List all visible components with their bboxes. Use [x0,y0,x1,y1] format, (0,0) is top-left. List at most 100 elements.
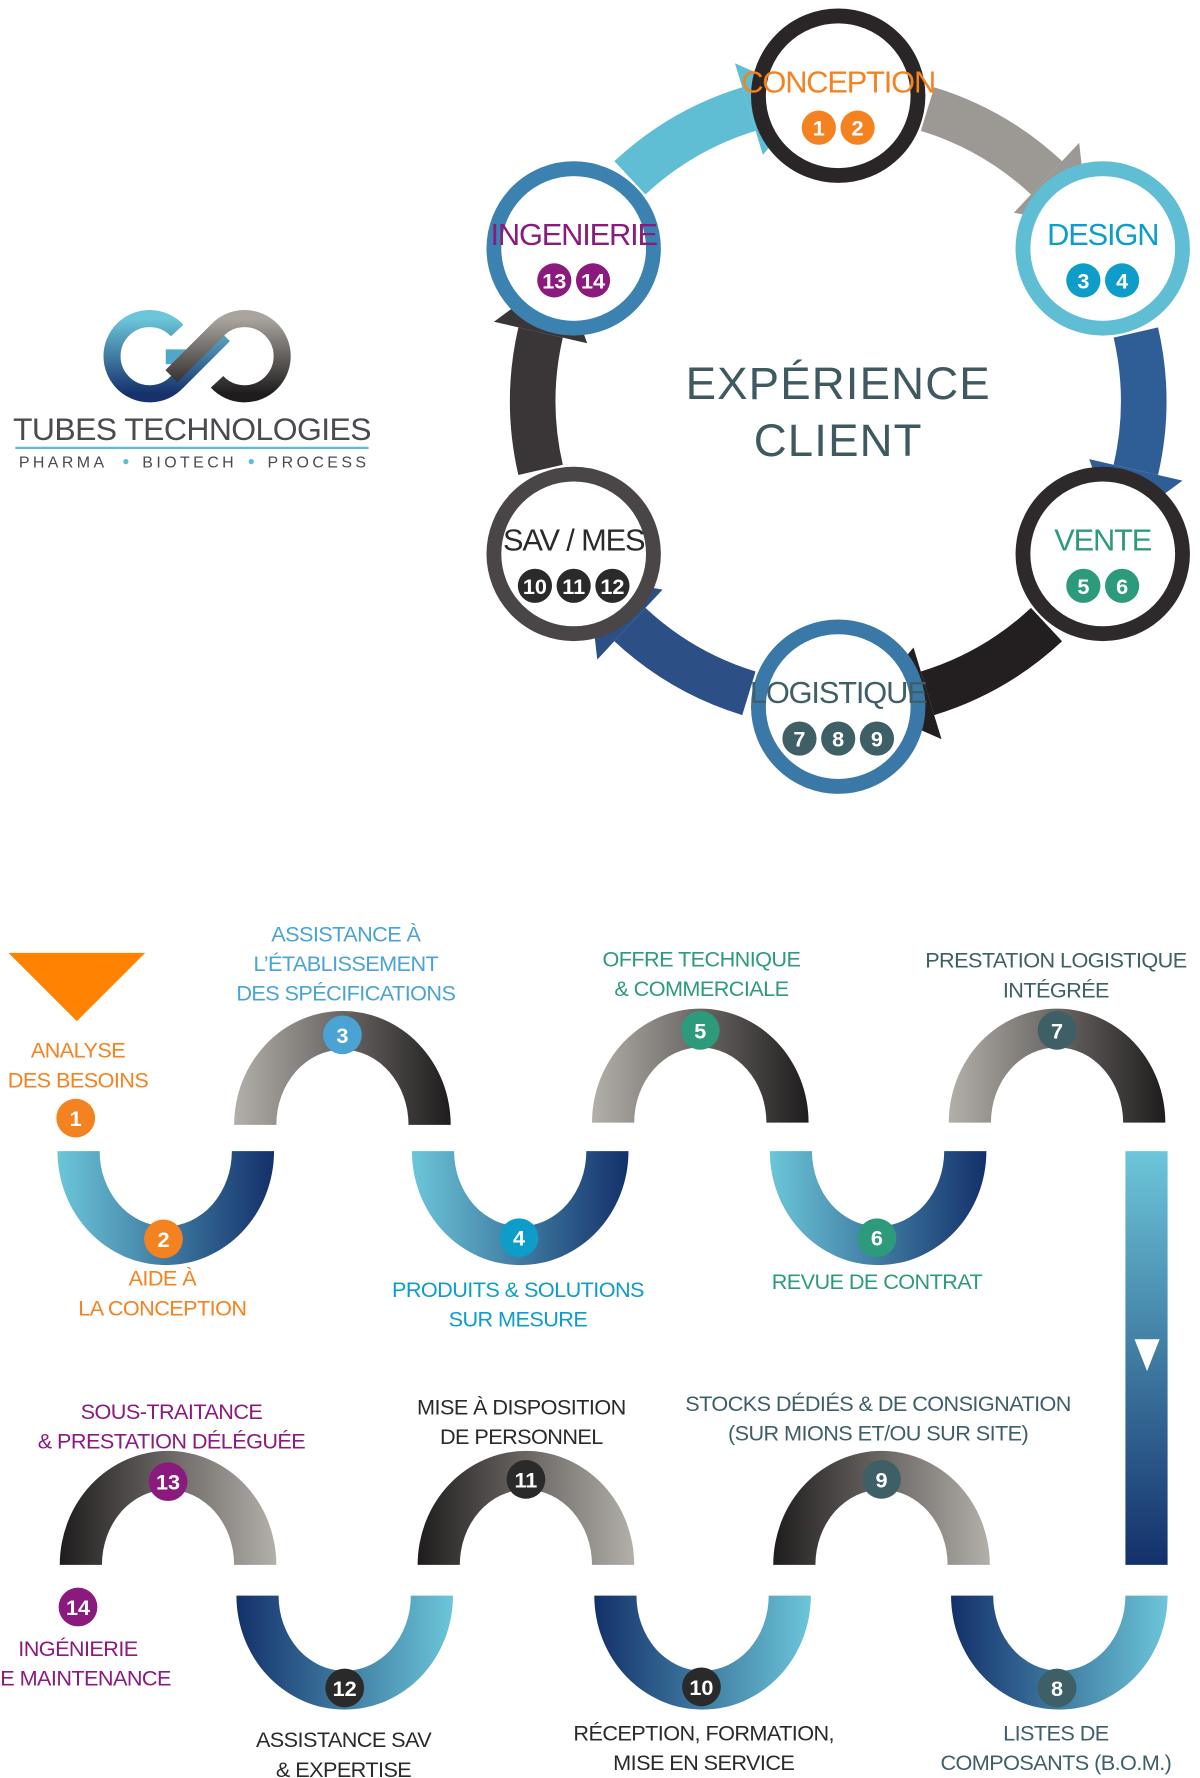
arch-segment [234,1010,451,1125]
step-number: 4 [513,1226,525,1251]
step-label-line: ASSISTANCE SAV [256,1727,432,1752]
step-label-line: REVUE DE CONTRAT [772,1269,983,1294]
step-number-badge [1037,1668,1077,1708]
cycle-arrow [920,607,1063,716]
step-label-line: MISE EN SERVICE [613,1750,794,1775]
step-label-line: DES BESOINS [8,1067,149,1092]
stage-label: DESIGN [1047,217,1158,252]
arch-segment [948,1008,1166,1123]
step-number: 2 [157,1227,169,1252]
stage-number: 8 [832,727,844,752]
step-number-badge [56,1098,96,1138]
stage-number-badge [859,721,895,756]
stage-number-badge [575,263,611,298]
step-number: 14 [66,1595,90,1620]
stage-number-badge [537,263,572,298]
step-label-line: SOUS-TRAITANCE [81,1399,263,1424]
stage-number: 10 [523,574,547,599]
stage-number-badge [840,110,875,145]
cycle-center-line-1: EXPÉRIENCE [686,358,991,409]
step-7: 7 PRESTATION LOGISTIQUE INTÉGRÉE [925,948,1187,1050]
step-label-line: AIDE À [129,1266,198,1291]
stage-number-badge [517,568,553,603]
infinity-logo-icon [103,310,291,403]
stage-number: 9 [871,727,883,752]
step-label-line: & COMMERCIALE [614,976,788,1001]
step-number: 7 [1051,1018,1063,1043]
u-segment [57,1151,275,1266]
arch-segment [417,1450,635,1565]
u-segment [236,1595,453,1710]
arch-segment [592,1008,809,1123]
stage-number-badge [1066,568,1101,603]
step-number: 10 [689,1675,713,1700]
stage-label: SAV / MES [503,522,645,557]
step-label-line: SUR MESURE [449,1307,588,1332]
step-number-badge [862,1460,901,1499]
stage-number: 12 [600,574,624,599]
step-number: 9 [875,1467,887,1492]
cycle-arrow [614,87,756,195]
start-triangle-icon [8,952,146,1022]
down-arrow-icon [1134,1339,1160,1372]
stage-label: VENTE [1054,522,1151,557]
stage-ring [1015,161,1190,336]
u-segment [594,1595,811,1710]
step-number: 1 [70,1106,82,1131]
step-number-badge [325,1668,365,1708]
step-number: 5 [694,1018,706,1043]
logo-name: TUBES TECHNOLOGIES [13,411,371,447]
step-number-badge [680,1010,720,1050]
step-label-line: ANALYSE [31,1038,125,1063]
tagline-biotech: BIOTECH [142,454,237,471]
cycle-arrow [614,607,756,716]
stage-number: 4 [1116,268,1128,293]
stage-number: 5 [1077,574,1089,599]
stage-number: 2 [852,116,864,141]
step-label-line: STOCKS DÉDIÉS & DE CONSIGNATION [685,1391,1071,1416]
step-number-badge [857,1218,897,1258]
stage-number-badge [782,721,817,756]
step-number-badge [144,1219,183,1259]
stage-ring [486,161,661,336]
stage-number: 3 [1077,268,1089,293]
stage-number-badge [1066,263,1101,298]
step-label-line: L’ÉTABLISSEMENT [253,951,438,976]
step-label-line: INTÉGRÉE [1003,977,1109,1002]
u-segment [951,1595,1168,1710]
arch-segment [59,1450,277,1565]
step-label-line: COMPOSANTS (B.O.M.) [940,1750,1171,1775]
step-number: 13 [156,1470,180,1495]
stage-label: INGENIERIE [490,217,657,252]
tagline-pharma: PHARMA [19,454,108,471]
step-number-badge [1037,1010,1077,1050]
stage-number: 11 [562,574,585,599]
step-label-line: PRESTATION LOGISTIQUE [925,948,1187,973]
step-number-badge [499,1218,539,1258]
step-label-line: OFFRE TECHNIQUE [603,947,801,972]
step-1: 1 ANALYSE DES BESOINS [8,1038,149,1138]
cycle-center-line-2: CLIENT [754,415,923,466]
cycle-arrow [920,87,1063,195]
step-5: 5 OFFRE TECHNIQUE & COMMERCIALE [603,947,801,1050]
stage-number-badge [1105,568,1140,603]
stage-number: 14 [581,268,605,293]
stage-number-badge [556,568,591,603]
step-label-line: RÉCEPTION, FORMATION, [573,1720,834,1745]
u-segment [769,1151,987,1266]
step-label-line: LISTES DE [1003,1720,1109,1745]
step-number-badge [323,1015,362,1055]
step-label-line: INGÉNIERIE [18,1636,137,1661]
stage-number: 1 [813,116,825,141]
